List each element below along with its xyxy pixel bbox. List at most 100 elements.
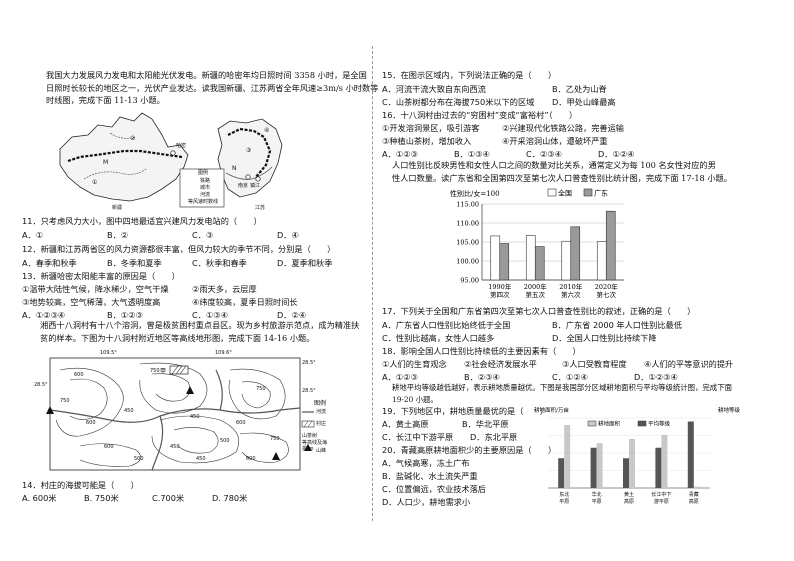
column-divider xyxy=(372,46,373,521)
chart1-ytick: 115.00 xyxy=(456,201,479,209)
q15-b[interactable]: B．乙处为山脊 xyxy=(552,84,607,94)
contour-450-c: 450 xyxy=(170,444,180,450)
q13-c[interactable]: C．①③④ xyxy=(192,310,228,320)
q19-d[interactable]: D．东北平原 xyxy=(470,432,518,442)
chart1-xtick: 2020年 xyxy=(595,282,619,291)
q17-b[interactable]: B．广东省 2000 年人口性别比最低 xyxy=(552,320,682,330)
q13-stmt-1: ①温带大陆性气候，降水稀少，空气干燥 xyxy=(22,284,169,294)
chart2-xtick: 华北 xyxy=(592,491,602,498)
q20: 20．青藏高原耕地面积少的主要原因是（ ） xyxy=(382,445,557,455)
chart1-xtick: 1990年 xyxy=(488,282,512,291)
q12-a[interactable]: A．春季和秋季 xyxy=(22,258,77,268)
lat-label-right: 28.5° xyxy=(302,388,316,394)
q18-a[interactable]: A．①②③ xyxy=(382,372,418,382)
q14-c[interactable]: C.700米 xyxy=(152,493,185,503)
legend1-item-river: 河流 xyxy=(200,192,211,198)
q11-a[interactable]: A．① xyxy=(22,230,44,240)
q17-d[interactable]: D．全国人口性别比持续下降 xyxy=(552,333,657,343)
q18-c[interactable]: C．①②④ xyxy=(552,372,588,382)
q20-b[interactable]: B．盐碱化、水土流失严重 xyxy=(382,471,478,481)
q12-c[interactable]: C．秋季和春季 xyxy=(192,258,247,268)
q19-a[interactable]: A．黄土高原 xyxy=(382,419,429,429)
contour-600-e: 600 xyxy=(246,456,256,462)
q19-c[interactable]: C．长江中下游平原 xyxy=(382,432,454,442)
iso-label-3: ③ xyxy=(246,147,252,154)
contour-500-b: 500 xyxy=(134,456,144,462)
q13-a[interactable]: A．①②③④ xyxy=(22,310,66,320)
chart2-bar-area xyxy=(661,434,668,488)
chart2-bar-area xyxy=(693,486,700,488)
chart2-legend-swatch-1 xyxy=(637,420,647,427)
q16-a[interactable]: A．①②③ xyxy=(382,149,418,159)
lat-label-right-top: 28.5° xyxy=(302,360,316,366)
lon-label-2: 109.6° xyxy=(215,350,232,356)
chart2-bar-grade xyxy=(687,421,694,488)
iso-label-2: ② xyxy=(130,135,136,142)
q13-d[interactable]: D．②④ xyxy=(277,310,307,320)
label-nanjing: 南京 xyxy=(238,183,249,189)
q19-b[interactable]: B．华北平原 xyxy=(462,419,509,429)
q14: 14．村庄的海拔可能是（ ） xyxy=(22,480,139,490)
chart2-bar-grade xyxy=(623,458,629,488)
q16-d[interactable]: D．①②④ xyxy=(598,149,635,159)
q16-b[interactable]: B．①③④ xyxy=(454,149,490,159)
q17-a[interactable]: A．广东省人口性别比始终低于全国 xyxy=(382,320,511,330)
chart2-bar-area xyxy=(629,439,635,488)
q19: 19．下列地区中，耕地质量最优的是（ ） xyxy=(382,406,548,416)
q18-b[interactable]: B．②③④ xyxy=(464,372,500,382)
q14-b[interactable]: B. 750米 xyxy=(84,493,119,503)
q12-d[interactable]: D．夏季和秋季 xyxy=(277,258,333,268)
chart1-xtick-sub: 第六次 xyxy=(561,290,581,299)
chart2-xtick-sub: 平原 xyxy=(559,499,569,505)
chart1-bar xyxy=(561,240,572,281)
chart2-xtick: 长江中下 xyxy=(651,491,671,498)
chart1-legend-label-0: 全国 xyxy=(558,189,572,198)
chart1-legend-label-1: 广东 xyxy=(594,189,608,198)
q12-b[interactable]: B．冬季和夏季 xyxy=(107,258,162,268)
chart1-ytick: 110.00 xyxy=(456,220,479,228)
q11-d[interactable]: D．④ xyxy=(277,230,299,240)
q13-b[interactable]: B．①②③ xyxy=(107,310,143,320)
q14-d[interactable]: D. 780米 xyxy=(212,493,248,503)
contour-500-a: 500 xyxy=(220,438,230,444)
contour-600-d: 600 xyxy=(104,444,114,450)
contour-600-b: 600 xyxy=(86,420,96,426)
q20-d[interactable]: D．人口少，耕地需求小 xyxy=(382,497,471,507)
chart1-xtick-sub: 第四次 xyxy=(490,290,510,299)
q14-a[interactable]: A. 600米 xyxy=(22,493,57,503)
q20-c[interactable]: C．位置偏远，农业技术落后 xyxy=(382,484,486,494)
q18-stmt-4: ④人们的平等意识的提升 xyxy=(644,359,734,369)
chart1-bar xyxy=(525,235,536,281)
q15-c[interactable]: C．山茶树都分布在海拔750米以下的区域 xyxy=(382,97,535,107)
q18-stmt-2: ②社会经济发展水平 xyxy=(464,359,537,369)
intro-sexratio: 人口性别比反映男性和女性人口之间的数量对比关系，通常定义为每 100 名女性对应… xyxy=(392,160,732,183)
q12: 12．新疆和江苏两省区的风力资源都很丰富，但风力较大的季节不同，分别是（ ） xyxy=(22,244,336,254)
wind-map-svg xyxy=(59,112,283,208)
contour-750-c: 750 xyxy=(256,386,266,392)
label-xinjiang: 新疆 xyxy=(112,205,123,211)
chart2-xtick: 东北 xyxy=(559,491,569,498)
q20-a[interactable]: A．气候高寒，冻土广布 xyxy=(382,458,470,468)
legend2-title: 图例 xyxy=(314,400,327,407)
chart2-ylabel-left: 耕地面积/万亩 xyxy=(534,406,569,414)
contour-map: 109.5° 109.6° 28.5° 28.5° 28.5° 750 600 … xyxy=(34,350,332,476)
q16: 16．十八洞村由过去的“穷困村”变成“富裕村”（ ） xyxy=(382,110,578,120)
q15-d[interactable]: D．甲处山峰最高 xyxy=(552,97,616,107)
q11-c[interactable]: C．③ xyxy=(192,230,214,240)
q15-a[interactable]: A．河流干流大致自东向西流 xyxy=(382,84,486,94)
q11-b[interactable]: B．② xyxy=(107,230,129,240)
q17-c[interactable]: C．性别比越高，女性人口越多 xyxy=(382,333,495,343)
q16-c[interactable]: C．②③④ xyxy=(526,149,562,159)
chart1-bar xyxy=(605,210,616,281)
chart2-bar-area xyxy=(596,443,603,488)
lon-label-1: 109.5° xyxy=(100,350,117,356)
contour-600-c: 600 xyxy=(236,420,246,426)
lat-label-left: 28.5° xyxy=(34,382,48,388)
q13-stmt-3: ③地势较高，空气稀薄，大气透明度高 xyxy=(22,297,161,307)
chart1-bar xyxy=(490,235,501,281)
chart2-legend-swatch-0 xyxy=(587,420,597,427)
q18-stmt-1: ①人们的生育观念 xyxy=(382,359,447,369)
chart1-bar xyxy=(534,246,545,281)
q18-d[interactable]: D．①②③④ xyxy=(634,372,678,382)
